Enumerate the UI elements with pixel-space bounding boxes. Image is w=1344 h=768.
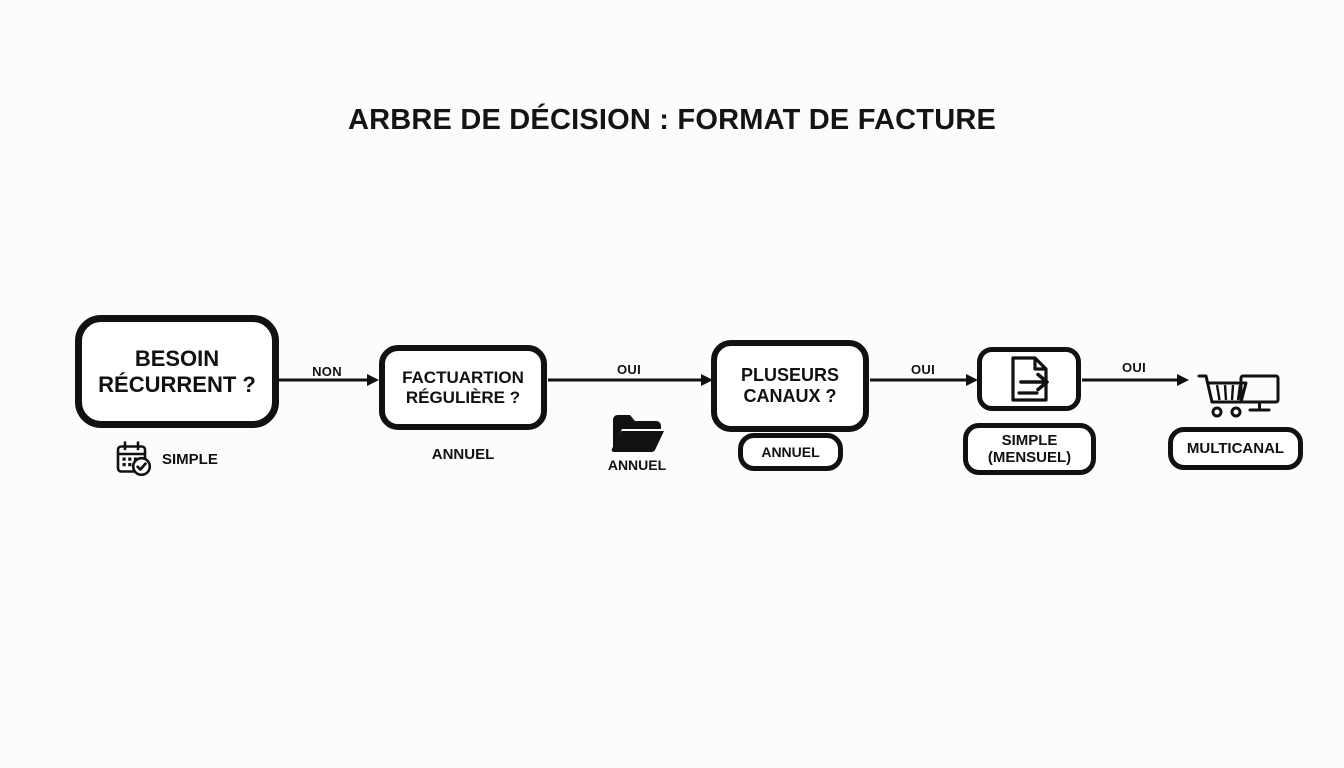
outcome-pill-annuel[interactable]: ANNUEL: [738, 433, 843, 471]
node-caption-group-simple: SIMPLE: [115, 440, 218, 478]
edge-icon-group-annuel: ANNUEL: [601, 412, 673, 473]
edge-arrow-3: [870, 374, 978, 386]
outcome-pill-simple-mensuel[interactable]: SIMPLE (MENSUEL): [963, 423, 1096, 475]
folder-icon: [611, 415, 664, 452]
edge-label-oui-1: OUI: [616, 362, 641, 377]
edge-label-non: NON: [312, 364, 342, 379]
outcome-node-multicanal[interactable]: [1196, 370, 1280, 427]
outcome-pill-multicanal[interactable]: MULTICANAL: [1168, 427, 1303, 470]
node-caption-annuel-2: ANNUEL: [431, 446, 495, 463]
edge-arrow-1: [279, 374, 379, 386]
cart-monitor-icon: [1197, 374, 1280, 418]
outcome-node-document-export[interactable]: [977, 347, 1081, 411]
decision-node-pluseurs-canaux-label: PLUSEURS CANAUX ?: [740, 365, 839, 406]
edge-icon-caption-annuel: ANNUEL: [607, 457, 667, 473]
calendar-check-icon: [116, 441, 152, 477]
page-title: ARBRE DE DÉCISION : FORMAT DE FACTURE: [347, 104, 997, 136]
decision-node-besoin-recurrent-label: BESOIN RÉCURRENT ?: [98, 345, 256, 397]
decision-node-facturation-reguliere-label: FACTUARTION RÉGULIÈRE ?: [402, 367, 524, 407]
outcome-pill-simple-mensuel-label: SIMPLE (MENSUEL): [987, 431, 1072, 466]
outcome-pill-multicanal-label: MULTICANAL: [1186, 439, 1285, 457]
edge-label-oui-3: OUI: [1121, 360, 1146, 375]
node-caption-simple: SIMPLE: [162, 450, 218, 468]
decision-node-besoin-recurrent[interactable]: BESOIN RÉCURRENT ?: [75, 315, 279, 428]
decision-node-facturation-reguliere[interactable]: FACTUARTION RÉGULIÈRE ?: [379, 345, 547, 430]
decision-node-pluseurs-canaux[interactable]: PLUSEURS CANAUX ?: [711, 340, 869, 432]
document-export-icon: [1011, 356, 1049, 402]
outcome-pill-annuel-label: ANNUEL: [761, 443, 820, 460]
edge-arrow-4: [1082, 374, 1189, 386]
edge-arrow-2: [548, 374, 713, 386]
edge-label-oui-2: OUI: [910, 362, 935, 377]
